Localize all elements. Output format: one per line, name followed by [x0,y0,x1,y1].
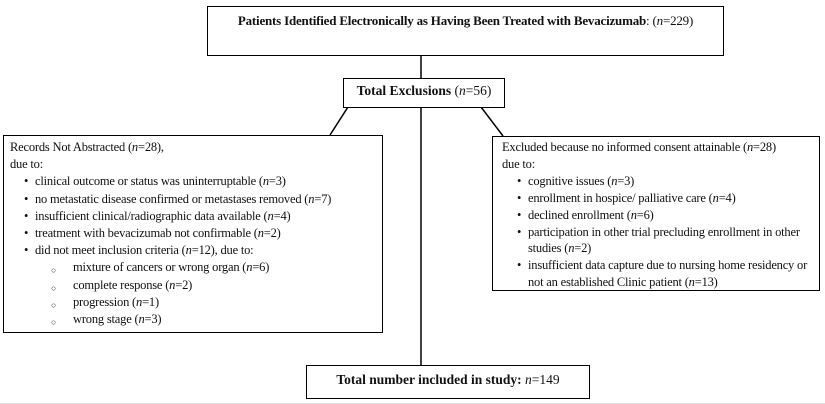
left-box-subtitle: due to: [10,157,43,172]
exclusions-title: Total Exclusions [356,83,452,98]
total-exclusions-box: Total Exclusions (n=56) [343,78,505,108]
bullet-item: did not meet inclusion criteria (n=12), … [24,242,378,331]
bullet-item: no metastatic disease confirmed or metas… [24,191,378,208]
bullet-item: insufficient clinical/radiographic data … [24,208,378,225]
bullet-item: enrollment in hospice/ palliative care (… [517,190,813,207]
left-box-bullet-list: clinical outcome or status was uninterru… [10,173,378,331]
top-box: Patients Identified Electronically as Ha… [207,6,724,56]
bullet-item: cognitive issues (n=3) [517,173,813,190]
connector-exclusions-to-left-box [329,106,349,136]
bottom-box-count: n=149 [525,372,560,387]
sub-bullet-item: wrong stage (n=3) [51,311,378,331]
bottom-box-title: Total number included in study: [336,372,522,387]
sub-bullet-item: progression (n=1) [51,294,378,314]
no-consent-box: Excluded because no informed consent att… [492,136,820,291]
top-box-title: Patients Identified Electronically as Ha… [237,13,647,28]
right-box-title: Excluded because no informed consent att… [502,140,776,154]
bullet-item: declined enrollment (n=6) [517,207,813,224]
exclusions-count: (n=56) [451,83,492,98]
total-included-box: Total number included in study: n=149 [306,365,590,399]
bullet-item: insufficient data capture due to nursing… [517,257,813,291]
sub-bullet-item: mixture of cancers or wrong organ (n=6) [51,259,378,279]
connector-exclusions-to-right-box [480,106,504,137]
right-box-subtitle: due to: [502,156,535,171]
sub-bullet-list: mixture of cancers or wrong organ (n=6)c… [35,259,378,331]
left-box-title: Records Not Abstracted (n=28), [10,140,164,154]
bullet-item: treatment with bevacizumab not confirmab… [24,225,378,242]
sub-bullet-item: complete response (n=2) [51,277,378,297]
bullet-item: participation in other trial precluding … [517,224,813,258]
records-not-abstracted-box: Records Not Abstracted (n=28), due to: c… [3,135,383,333]
right-box-bullet-list: cognitive issues (n=3)enrollment in hosp… [502,173,813,291]
bullet-item: clinical outcome or status was uninterru… [24,173,378,190]
top-box-count: : (n=229) [646,13,694,28]
